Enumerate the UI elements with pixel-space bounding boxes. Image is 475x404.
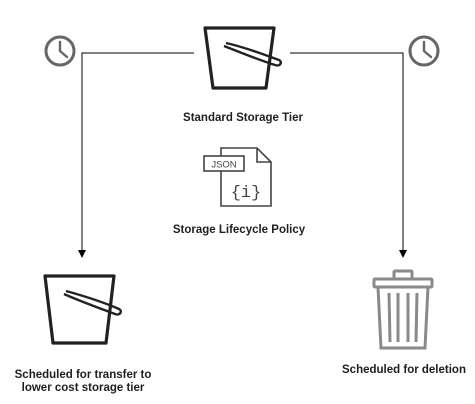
json-glyph: {i} [231,184,262,203]
connector-right [290,52,404,250]
transfer-label-line1: Scheduled for transfer to [15,369,152,381]
lifecycle-policy-label: Storage Lifecycle Policy [173,224,306,236]
bucket-icon [203,26,283,90]
arrowhead-left [78,250,86,258]
connector-left [81,52,194,250]
json-document-icon: JSON {i} [203,147,272,207]
connectors [78,52,407,258]
deletion-label: Scheduled for deletion [342,364,466,376]
standard-tier-label: Standard Storage Tier [183,112,303,124]
json-tag: JSON [211,160,236,171]
bucket-icon [43,274,123,345]
clock-icon [44,35,76,67]
arrowhead-right [399,250,407,258]
clock-icon [408,35,440,67]
trash-icon [372,269,434,350]
transfer-label-line2: lower cost storage tier [22,382,145,394]
